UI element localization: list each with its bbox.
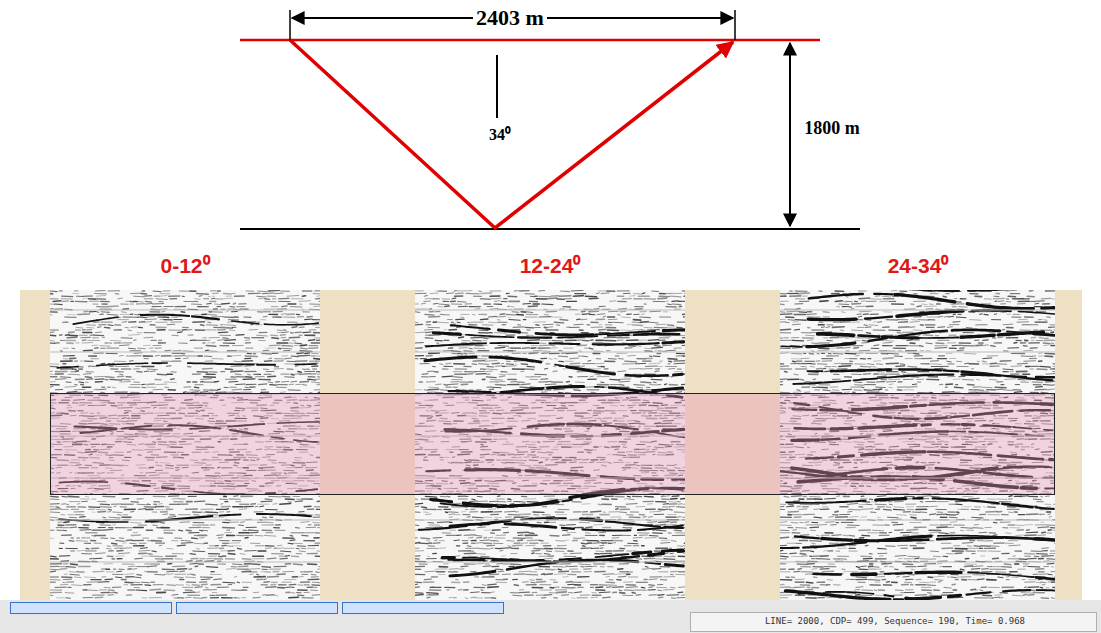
status-text: LINE= 2000, CDP= 499, Sequence= 190, Tim…	[765, 616, 1025, 626]
angle-range: 24-34⁰	[888, 251, 949, 279]
dimension-tick	[289, 10, 291, 40]
view-tab	[10, 602, 172, 614]
width-dimension: 2403 m	[473, 5, 547, 31]
view-tab	[176, 602, 338, 614]
angle-label: 34⁰	[489, 123, 511, 145]
depth-dimension: 1800 m	[801, 118, 863, 139]
view-tab	[342, 602, 504, 614]
highlight-box	[50, 393, 1055, 495]
dimension-tick	[734, 10, 736, 40]
angle-range: 12-24⁰	[520, 251, 581, 279]
depth-arrow	[789, 43, 791, 226]
reflector-line	[240, 228, 860, 230]
surface-line	[240, 39, 820, 42]
normal-line	[496, 55, 498, 118]
ray-path	[290, 40, 733, 228]
angle-range: 0-12⁰	[160, 251, 209, 279]
